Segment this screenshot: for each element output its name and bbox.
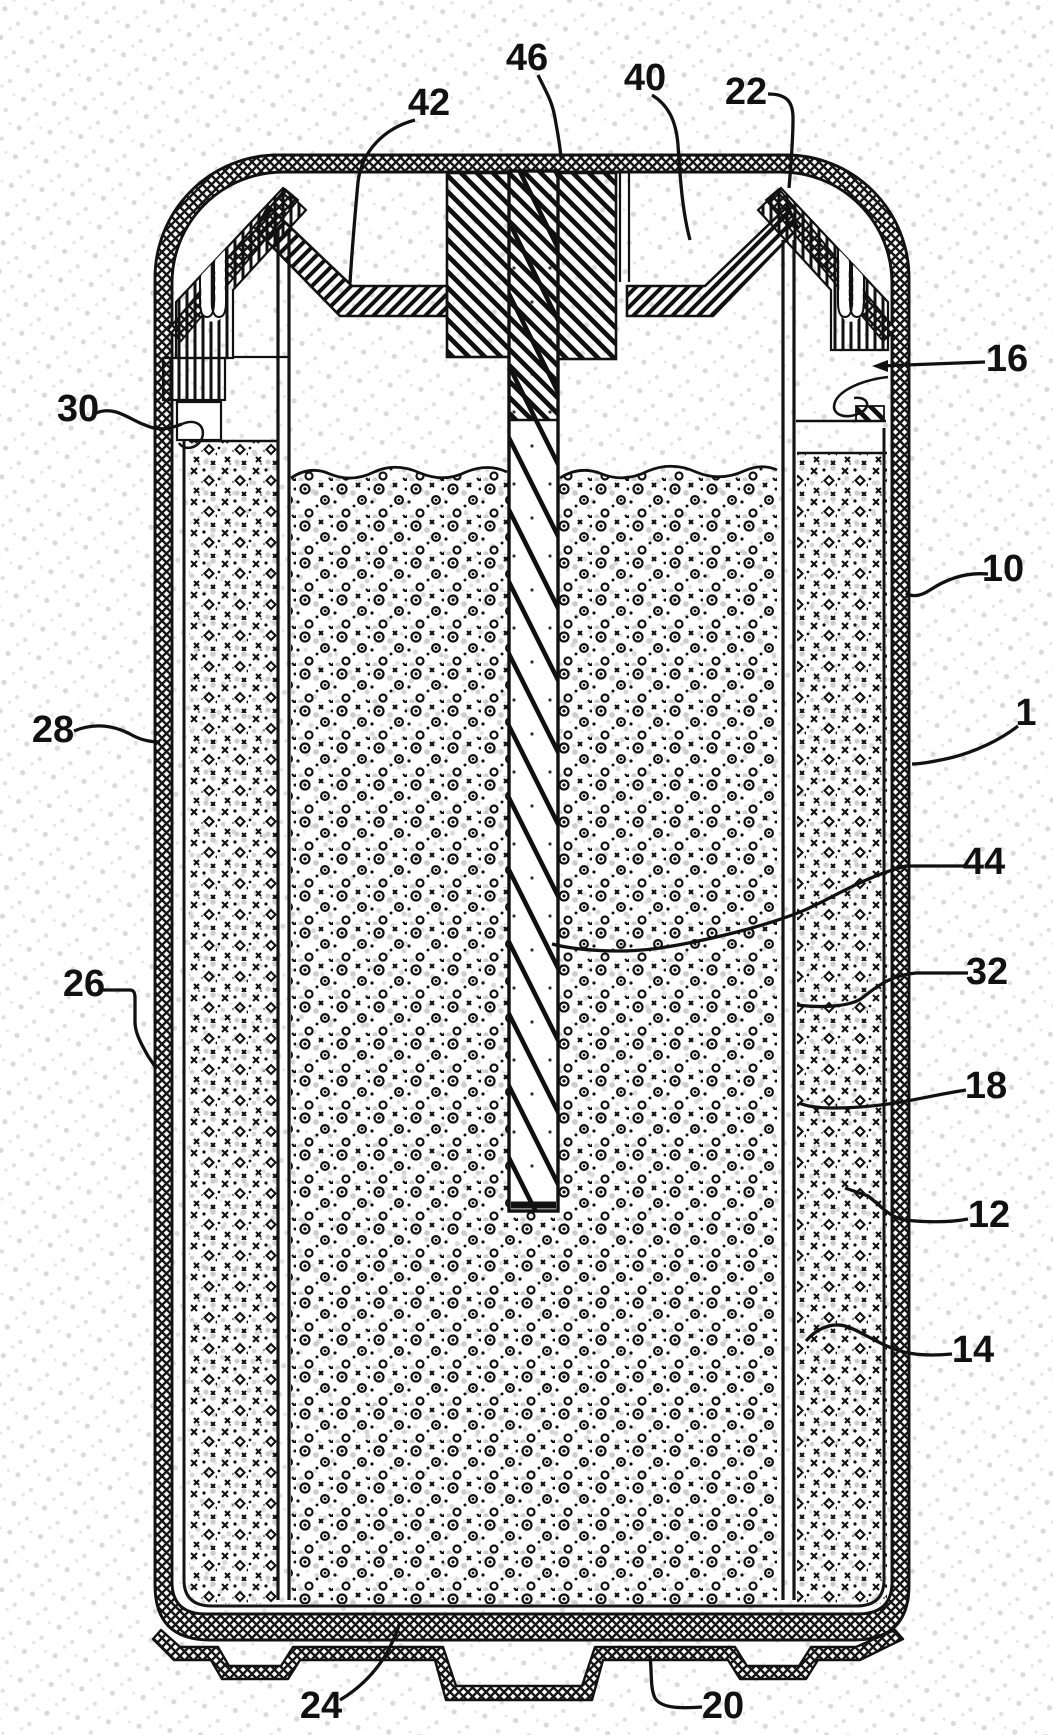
svg-text:24: 24 [300,1685,342,1727]
svg-text:14: 14 [952,1329,994,1371]
svg-text:42: 42 [408,82,450,124]
svg-text:12: 12 [968,1194,1010,1236]
svg-text:46: 46 [506,37,548,79]
svg-text:44: 44 [963,841,1005,883]
svg-text:32: 32 [966,951,1008,993]
svg-text:1: 1 [1015,692,1036,734]
svg-text:16: 16 [986,338,1028,380]
svg-text:20: 20 [702,1685,744,1727]
svg-text:10: 10 [982,548,1024,590]
svg-text:18: 18 [965,1065,1007,1107]
svg-text:40: 40 [624,57,666,99]
svg-text:30: 30 [57,388,99,430]
svg-text:28: 28 [32,709,74,751]
svg-text:22: 22 [725,71,767,113]
svg-text:26: 26 [63,963,105,1005]
